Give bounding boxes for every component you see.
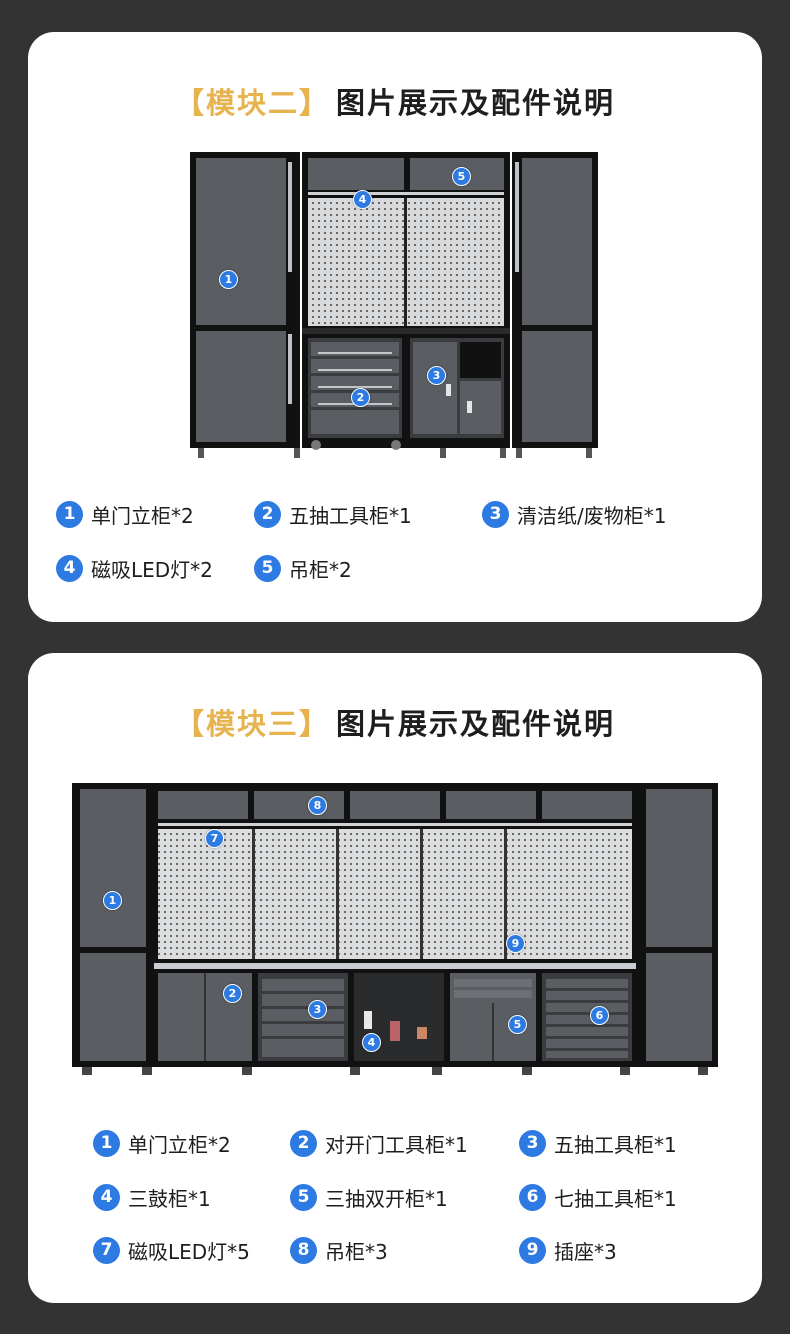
module2-title: 【模块二】图片展示及配件说明 [28, 80, 762, 122]
module3-legend-item-1: 1 单门立柜*2 [93, 1129, 231, 1158]
module3-title-bracket: 【模块三】 [174, 707, 330, 741]
module2-cabinet-illustration [190, 152, 598, 458]
legend-number: 4 [56, 555, 83, 582]
module3-legend-item-6: 6 七抽工具柜*1 [519, 1183, 677, 1212]
module2-badge-1: 1 [219, 270, 238, 289]
legend-number: 7 [93, 1237, 120, 1264]
legend-number: 3 [519, 1130, 546, 1157]
module2-legend-item-3: 3 清洁纸/废物柜*1 [482, 500, 666, 529]
legend-number: 5 [254, 555, 281, 582]
module2-card: 【模块二】图片展示及配件说明 [28, 32, 762, 622]
legend-label: 单门立柜*2 [128, 1133, 231, 1157]
module2-badge-4: 4 [353, 190, 372, 209]
module3-legend-item-3: 3 五抽工具柜*1 [519, 1129, 677, 1158]
legend-number: 2 [254, 501, 281, 528]
module2-legend-item-4: 4 磁吸LED灯*2 [56, 554, 213, 583]
module3-title-main: 图片展示及配件说明 [336, 707, 616, 741]
legend-number: 4 [93, 1184, 120, 1211]
module3-legend-item-9: 9 插座*3 [519, 1236, 617, 1265]
module2-badge-3: 3 [427, 366, 446, 385]
legend-label: 磁吸LED灯*5 [128, 1240, 250, 1264]
module3-legend-item-2: 2 对开门工具柜*1 [290, 1129, 468, 1158]
module3-badge-8: 8 [308, 796, 327, 815]
module3-card: 【模块三】图片展示及配件说明 [28, 653, 762, 1303]
module3-cabinet-illustration [72, 783, 718, 1075]
module3-badge-3: 3 [308, 1000, 327, 1019]
module3-legend-item-4: 4 三鼓柜*1 [93, 1183, 211, 1212]
legend-label: 三抽双开柜*1 [325, 1187, 448, 1211]
legend-number: 9 [519, 1237, 546, 1264]
module2-badge-2: 2 [351, 388, 370, 407]
module3-badge-2: 2 [223, 984, 242, 1003]
module3-badge-1: 1 [103, 891, 122, 910]
module3-title: 【模块三】图片展示及配件说明 [28, 701, 762, 743]
module2-title-bracket: 【模块二】 [174, 86, 330, 120]
module2-legend-item-2: 2 五抽工具柜*1 [254, 500, 412, 529]
legend-label: 三鼓柜*1 [128, 1187, 211, 1211]
legend-number: 3 [482, 501, 509, 528]
legend-number: 5 [290, 1184, 317, 1211]
legend-label: 对开门工具柜*1 [325, 1133, 468, 1157]
legend-label: 吊柜*3 [325, 1240, 388, 1264]
legend-number: 1 [93, 1130, 120, 1157]
legend-label: 插座*3 [554, 1240, 617, 1264]
legend-label: 单门立柜*2 [91, 504, 194, 528]
legend-label: 磁吸LED灯*2 [91, 558, 213, 582]
module3-badge-7: 7 [205, 829, 224, 848]
module2-legend-item-1: 1 单门立柜*2 [56, 500, 194, 529]
legend-label: 五抽工具柜*1 [554, 1133, 677, 1157]
module3-badge-4: 4 [362, 1033, 381, 1052]
legend-number: 2 [290, 1130, 317, 1157]
module3-legend-item-5: 5 三抽双开柜*1 [290, 1183, 448, 1212]
legend-label: 吊柜*2 [289, 558, 352, 582]
legend-number: 8 [290, 1237, 317, 1264]
module2-title-main: 图片展示及配件说明 [336, 86, 616, 120]
module3-badge-5: 5 [508, 1015, 527, 1034]
module3-legend-item-8: 8 吊柜*3 [290, 1236, 388, 1265]
legend-number: 6 [519, 1184, 546, 1211]
legend-label: 七抽工具柜*1 [554, 1187, 677, 1211]
legend-label: 清洁纸/废物柜*1 [517, 504, 667, 528]
legend-number: 1 [56, 501, 83, 528]
module3-legend-item-7: 7 磁吸LED灯*5 [93, 1236, 250, 1265]
legend-label: 五抽工具柜*1 [289, 504, 412, 528]
module3-badge-9: 9 [506, 934, 525, 953]
module3-badge-6: 6 [590, 1006, 609, 1025]
module2-legend-item-5: 5 吊柜*2 [254, 554, 352, 583]
module2-badge-5: 5 [452, 167, 471, 186]
